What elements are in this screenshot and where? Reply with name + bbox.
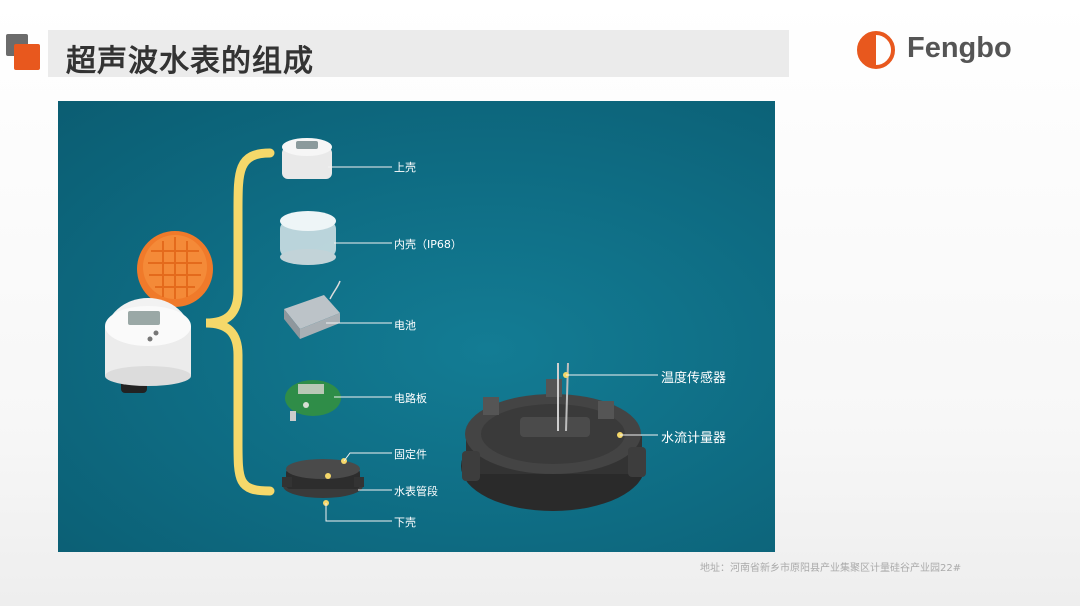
footer-address: 地址：河南省新乡市原阳县产业集聚区计量硅谷产业园22# xyxy=(700,563,962,574)
label-fixer: 固定件 xyxy=(394,448,427,461)
page-title: 超声波水表的组成 xyxy=(66,44,314,79)
title-bar: 超声波水表的组成 xyxy=(48,30,789,79)
component-diagram-panel: 上壳 内壳（IP68） 电池 电路板 固定件 水表管段 下壳 温度传感器 水流计… xyxy=(58,101,775,552)
diagram-graphics xyxy=(105,138,658,522)
label-circuit-board: 电路板 xyxy=(394,392,427,405)
label-upper-shell: 上壳 xyxy=(394,161,416,174)
assembled-meter-image xyxy=(105,231,213,393)
label-flow-meter: 水流计量器 xyxy=(661,431,727,446)
label-inner-shell: 内壳（IP68） xyxy=(394,238,462,251)
label-pipe-section: 水表管段 xyxy=(394,485,438,498)
circuit-board-image xyxy=(285,380,341,421)
battery-image xyxy=(284,280,341,339)
label-lower-shell: 下壳 xyxy=(394,516,416,529)
brand-name: Fengbo xyxy=(907,32,1012,64)
label-battery: 电池 xyxy=(394,319,416,332)
title-mark-icon xyxy=(6,34,40,70)
upper-shell-image xyxy=(282,138,332,179)
grouping-brace xyxy=(205,148,275,496)
logo-circle-icon xyxy=(857,31,895,69)
label-temperature-sensor: 温度传感器 xyxy=(661,371,727,386)
lower-shell-assembly-image xyxy=(282,458,364,506)
brand-logo: Fengbo xyxy=(855,29,1055,73)
inner-shell-image xyxy=(280,211,336,265)
meter-base-image xyxy=(461,362,646,511)
